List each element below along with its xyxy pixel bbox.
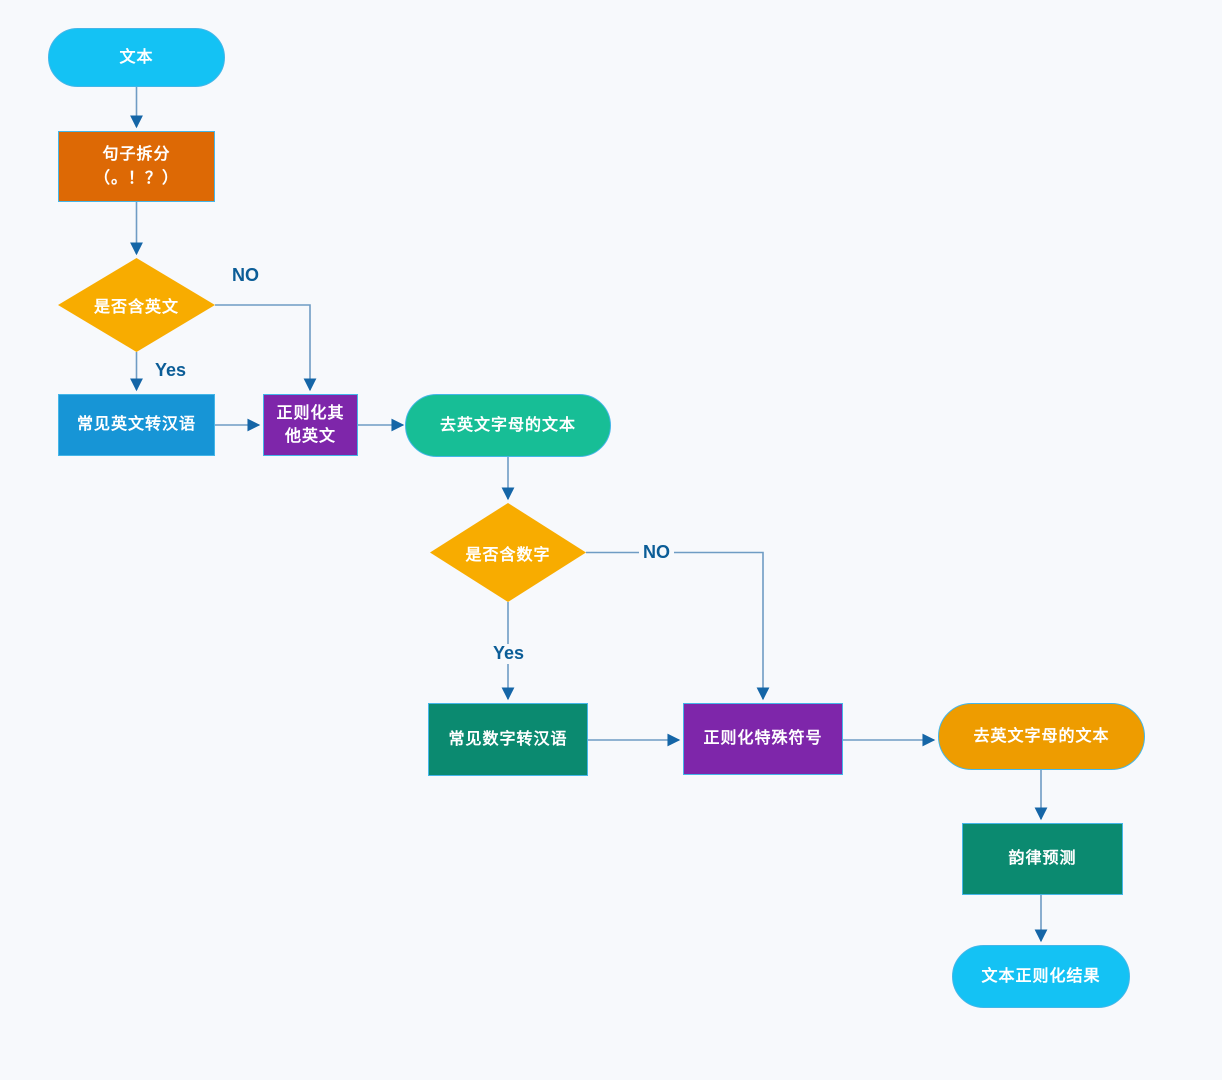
diamond-shape — [430, 503, 586, 602]
node-result[interactable]: 文本正则化结果 — [952, 945, 1130, 1008]
node-label-line2: （。！？） — [93, 169, 179, 187]
node-digits-to-chinese[interactable]: 常见数字转汉语 — [428, 703, 588, 776]
node-text-without-english[interactable]: 去英文字母的文本 — [405, 394, 611, 457]
node-label: 句子拆分 — [102, 146, 171, 164]
node-label: 是否含数字 — [465, 546, 551, 564]
node-start-text[interactable]: 文本 — [48, 28, 225, 87]
node-label: 常见英文转汉语 — [76, 416, 196, 434]
node-text-without-english-2[interactable]: 去英文字母的文本 — [938, 703, 1145, 770]
edge-digit-no — [586, 551, 770, 701]
edge-label-yes-digits: Yes — [489, 643, 529, 664]
node-decision-contains-english[interactable]: 是否含英文 — [58, 258, 215, 352]
node-label: 去英文字母的文本 — [973, 727, 1110, 745]
node-label: 文本正则化结果 — [981, 967, 1101, 985]
edge-english-no — [215, 304, 317, 392]
node-normalize-special-symbols[interactable]: 正则化特殊符号 — [683, 703, 843, 775]
node-label: 正则化其他英文 — [276, 404, 345, 445]
diamond-shape — [58, 258, 215, 352]
node-prosody-prediction[interactable]: 韵律预测 — [962, 823, 1123, 895]
node-label: 去英文字母的文本 — [439, 416, 576, 434]
node-english-to-chinese[interactable]: 常见英文转汉语 — [58, 394, 215, 456]
edge-label-yes-english: Yes — [151, 360, 191, 381]
edge-label-no-digits: NO — [639, 542, 674, 563]
node-label: 韵律预测 — [1008, 850, 1077, 868]
node-sentence-split[interactable]: 句子拆分 （。！？） — [58, 131, 215, 202]
node-decision-contains-digits[interactable]: 是否含数字 — [430, 503, 586, 602]
node-label: 文本 — [119, 48, 154, 66]
node-label: 正则化特殊符号 — [703, 730, 823, 748]
node-label: 是否含英文 — [93, 299, 179, 316]
node-normalize-other-english[interactable]: 正则化其他英文 — [263, 394, 358, 456]
node-label: 常见数字转汉语 — [448, 730, 568, 748]
edge-label-no-english: NO — [228, 265, 263, 286]
